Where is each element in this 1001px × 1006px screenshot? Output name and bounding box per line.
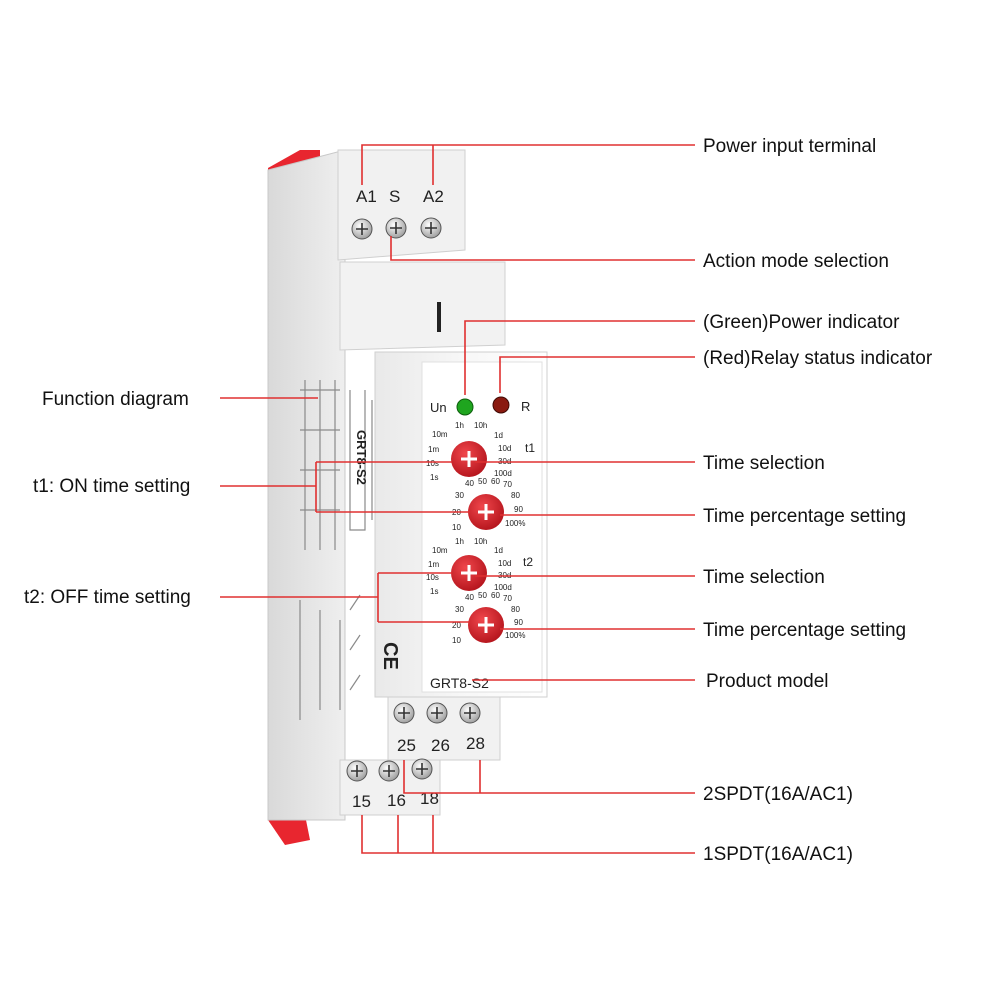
t1-range-dial: 10m 1m 10s 1s 1h 10h 1d 10d 30d 100d <box>426 421 512 482</box>
dial-tick: 1d <box>494 546 503 555</box>
dial-tick: 1m <box>428 560 439 569</box>
dial-tick: 10s <box>426 459 439 468</box>
red-relay-led <box>492 396 510 414</box>
dial-tick: 10 <box>452 523 461 532</box>
t1-panel-label: t1 <box>525 441 535 455</box>
device-side <box>267 149 346 821</box>
t1-percent-dial: 30 20 10 40 50 60 70 80 90 100% <box>452 477 525 532</box>
leader-t2-setting <box>220 572 470 623</box>
leader-2spdt <box>403 760 695 794</box>
label-function-diagram: Function diagram <box>42 389 189 410</box>
dial-tick: 50 <box>478 591 487 600</box>
dial-tick: 10d <box>498 559 511 568</box>
dial-tick: 10h <box>474 421 487 430</box>
side-function-diagram <box>299 380 373 720</box>
model-label: GRT8-S2 <box>430 675 489 691</box>
dial-tick: 40 <box>465 479 474 488</box>
label-green-power-indicator: (Green)Power indicator <box>703 312 900 333</box>
dial-tick: 1s <box>430 473 438 482</box>
label-t1-time-selection: Time selection <box>703 453 825 474</box>
dial-tick: 80 <box>511 605 520 614</box>
label-2spdt: 2SPDT(16A/AC1) <box>703 784 853 805</box>
label-action-mode-selection: Action mode selection <box>703 251 889 272</box>
terminal-label-18: 18 <box>420 789 439 808</box>
green-power-led <box>456 398 474 416</box>
dial-tick: 80 <box>511 491 520 500</box>
dial-tick: 10h <box>474 537 487 546</box>
upper-housing <box>339 261 506 351</box>
terminal-label-a1: A1 <box>356 187 377 206</box>
t2-panel-label: t2 <box>523 555 533 569</box>
dial-tick: 10s <box>426 573 439 582</box>
dial-tick: 60 <box>491 477 500 486</box>
dial-tick: 1m <box>428 445 439 454</box>
dial-tick: 1d <box>494 431 503 440</box>
label-t1-percentage-setting: Time percentage setting <box>703 506 906 527</box>
knob-cross-icon <box>461 451 477 467</box>
callout-labels: Power input terminal Action mode selecti… <box>24 136 933 865</box>
label-t2-percentage-setting: Time percentage setting <box>703 620 906 641</box>
terminal-label-a2: A2 <box>423 187 444 206</box>
terminal-label-28: 28 <box>466 734 485 753</box>
dial-tick: 70 <box>503 594 512 603</box>
leader-action-mode <box>390 236 695 261</box>
terminal-label-15: 15 <box>352 792 371 811</box>
label-red-relay-indicator: (Red)Relay status indicator <box>703 348 933 369</box>
leader-green-led <box>464 320 695 395</box>
dial-tick: 10 <box>452 636 461 645</box>
label-t2-off-time-setting: t2: OFF time setting <box>24 587 191 608</box>
led-label-un: Un <box>430 400 447 415</box>
dial-tick: 100% <box>505 631 525 640</box>
knob-cross-icon <box>478 504 494 520</box>
label-t1-on-time-setting: t1: ON time setting <box>33 476 190 497</box>
relay-device: GRT8-S2 A1 S A2 Un R 10m 1m 10s 1s 1h 10… <box>267 149 548 845</box>
dial-tick: 30 <box>455 605 464 614</box>
middle-terminal-screws <box>393 702 481 724</box>
label-power-input-terminal: Power input terminal <box>703 136 876 157</box>
terminal-label-16: 16 <box>387 791 406 810</box>
terminal-label-26: 26 <box>431 736 450 755</box>
terminal-label-25: 25 <box>397 736 416 755</box>
housing-slot <box>437 302 441 332</box>
dial-tick: 90 <box>514 618 523 627</box>
leader-red-led <box>499 356 695 393</box>
dial-tick: 60 <box>491 591 500 600</box>
dial-tick: 10m <box>432 546 448 555</box>
dial-tick: 100% <box>505 519 525 528</box>
dial-tick: 10m <box>432 430 448 439</box>
leader-lines <box>220 144 695 854</box>
label-t2-time-selection: Time selection <box>703 567 825 588</box>
dial-tick: 70 <box>503 480 512 489</box>
dial-tick: 90 <box>514 505 523 514</box>
ce-mark: CE <box>379 642 401 670</box>
top-terminal-screws <box>351 217 442 240</box>
terminal-label-s: S <box>389 187 400 206</box>
leader-t1-setting <box>220 461 470 513</box>
knob-cross-icon <box>478 617 494 633</box>
dial-tick: 20 <box>452 621 461 630</box>
label-1spdt: 1SPDT(16A/AC1) <box>703 844 853 865</box>
dial-tick: 100d <box>494 583 512 592</box>
dial-tick: 10d <box>498 444 511 453</box>
dial-tick: 40 <box>465 593 474 602</box>
side-model-text: GRT8-S2 <box>354 430 369 485</box>
dial-tick: 50 <box>478 477 487 486</box>
led-label-r: R <box>521 399 530 414</box>
dial-tick: 1h <box>455 537 464 546</box>
leader-1spdt <box>361 815 695 854</box>
dial-tick: 30 <box>455 491 464 500</box>
label-product-model: Product model <box>706 671 829 692</box>
leader-power-input <box>361 144 695 185</box>
dial-tick: 1s <box>430 587 438 596</box>
t2-percent-dial: 30 20 10 40 50 60 70 80 90 100% <box>452 591 525 645</box>
dial-tick: 100d <box>494 469 512 478</box>
bottom-terminal-screws <box>346 758 433 782</box>
knob-cross-icon <box>461 565 477 581</box>
dial-tick: 1h <box>455 421 464 430</box>
